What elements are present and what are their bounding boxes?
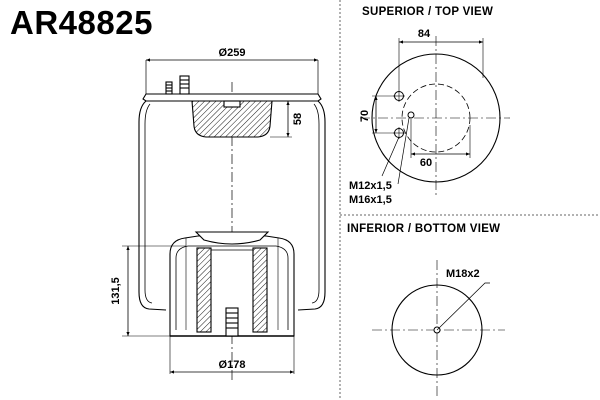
- lower-piston: [169, 231, 295, 337]
- bottom-thread-label: M18x2: [446, 268, 480, 280]
- upper-bead-plate: [142, 93, 322, 102]
- bottom-view: [372, 260, 505, 396]
- vertical-offset-label: 70: [359, 110, 371, 122]
- top-studs: [165, 75, 190, 95]
- air-inlet-offset-label: 60: [420, 157, 432, 169]
- upper-insert-section: [191, 100, 273, 138]
- bellows-right-wall: [297, 100, 326, 311]
- bellows-left-wall: [138, 100, 167, 311]
- bottom-diameter-label: Ø178: [219, 359, 246, 371]
- panel-dividers: [339, 0, 600, 400]
- bottom-view-title: INFERIOR / BOTTOM VIEW: [347, 223, 500, 235]
- side-view: [122, 58, 326, 380]
- stud-spacing-label: 84: [418, 28, 431, 40]
- top-air-inlet: [407, 111, 415, 119]
- top-view-labels: 84 70 60 M12x1,5 M16x1,5: [349, 28, 432, 206]
- stud-thread-label: M12x1,5: [349, 180, 392, 192]
- bottom-stud: [225, 307, 239, 337]
- air-thread-label: M16x1,5: [349, 194, 392, 206]
- top-diameter-label: Ø259: [219, 47, 246, 59]
- side-view-labels: Ø259 58 131,5 Ø178: [110, 47, 304, 371]
- top-view-title: SUPERIOR / TOP VIEW: [362, 6, 493, 18]
- top-view: [360, 36, 510, 196]
- plate-height-label: 58: [292, 113, 304, 125]
- overall-height-label: 131,5: [110, 277, 122, 305]
- part-number-title: AR48825: [10, 4, 153, 41]
